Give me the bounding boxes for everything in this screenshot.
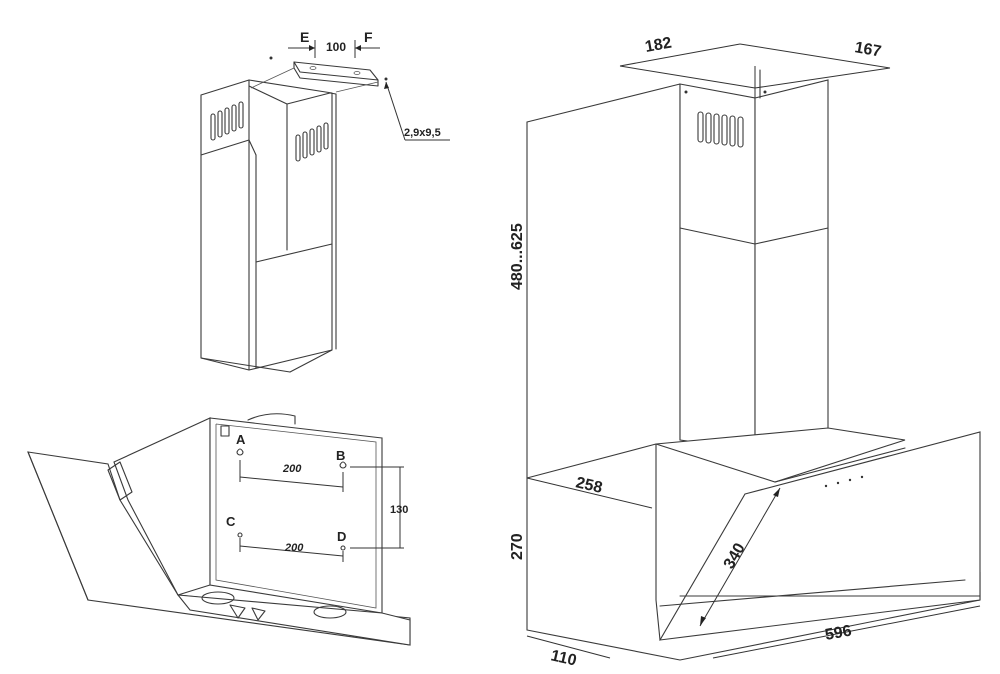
mounting-holes: A B C D bbox=[226, 432, 347, 551]
lower-chimney-cover bbox=[200, 79, 333, 373]
mount-point-c-label: C bbox=[226, 514, 236, 529]
mounting-dimensions: 200 200 130 bbox=[239, 460, 408, 562]
screw-icon bbox=[269, 56, 273, 60]
mount-point-d-label: D bbox=[337, 529, 346, 544]
keyhole-a-icon bbox=[236, 448, 244, 456]
dim-cd-label: 200 bbox=[284, 542, 304, 554]
chimney-vent-slots-icon bbox=[697, 111, 744, 148]
hood-side-panel bbox=[113, 417, 211, 596]
vent-slots-right-icon bbox=[295, 122, 329, 162]
lamp-right-icon bbox=[313, 605, 347, 619]
hood-dimensions: 480...625 258 270 340 110 596 bbox=[509, 223, 981, 670]
mount-point-a-label: A bbox=[236, 432, 246, 447]
dim-chimney-width-label: 167 bbox=[853, 39, 882, 60]
vent-slots-left-icon bbox=[210, 101, 244, 141]
dim-e-label: E bbox=[300, 29, 309, 45]
keyhole-b-icon bbox=[339, 461, 347, 469]
screw-size-label: 2,9x9,5 bbox=[404, 127, 441, 139]
dim-bd-label: 130 bbox=[390, 504, 408, 516]
hood-assembled-isometric: 182 167 bbox=[509, 35, 981, 670]
chimney bbox=[679, 69, 829, 451]
upper-chimney-cover bbox=[210, 85, 337, 350]
dim-body-depth-label: 258 bbox=[574, 474, 604, 497]
dim-ab-label: 200 bbox=[282, 463, 302, 475]
dim-body-height-label: 270 bbox=[509, 533, 526, 560]
dim-chimney-depth-label: 182 bbox=[644, 35, 673, 56]
hood-body bbox=[655, 427, 981, 641]
dim-f-label: F bbox=[364, 29, 373, 45]
mount-point-b-label: B bbox=[336, 448, 345, 463]
screw-callout: 2,9x9,5 bbox=[384, 81, 450, 141]
keyhole-slot-icon bbox=[220, 425, 230, 437]
chimney-assembly-exploded: E 100 F 2,9x9,5 bbox=[200, 29, 450, 373]
dim-chimney-height-label: 480...625 bbox=[509, 223, 526, 290]
dim-bottom-depth-label: 110 bbox=[549, 647, 578, 669]
hole-d-icon bbox=[340, 545, 346, 551]
dim-total-width-label: 596 bbox=[824, 623, 853, 644]
lamp-left-icon bbox=[201, 591, 235, 605]
hood-rear-view: A B C D 200 200 130 bbox=[27, 413, 411, 646]
screw-icon bbox=[384, 77, 388, 81]
wall-bracket bbox=[250, 61, 379, 93]
ceiling-dimensions: 182 167 bbox=[619, 35, 891, 100]
motor-housing bbox=[247, 413, 296, 425]
bracket-dimensions: E 100 F bbox=[288, 29, 380, 58]
dim-bracket-width-label: 100 bbox=[326, 40, 346, 54]
hole-c-icon bbox=[237, 532, 243, 538]
